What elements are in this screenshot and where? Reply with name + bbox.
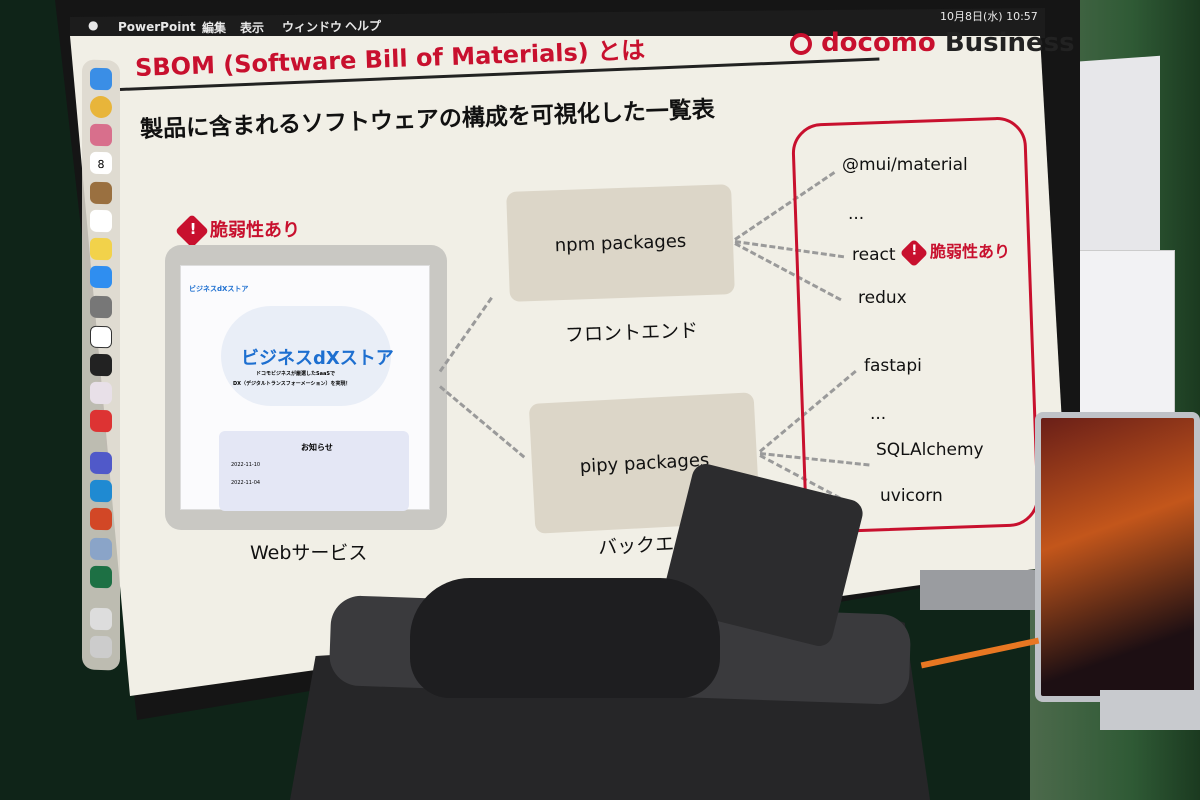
docomo-logo: docomo Business [790, 28, 1075, 58]
news-title: お知らせ [301, 443, 333, 452]
dock: 8 [82, 59, 120, 671]
settings-icon[interactable] [90, 295, 112, 319]
menu-edit[interactable]: 編集 [202, 21, 227, 35]
warning-icon: ! [175, 214, 209, 248]
npm-packages-box: npm packages [506, 184, 735, 302]
vulnerability-label: !脆弱性あり [899, 238, 1010, 267]
package-item: SQLAlchemy [876, 440, 984, 460]
frontend-label: フロントエンド [564, 319, 699, 347]
package-item: react [852, 245, 896, 265]
zotero-icon[interactable] [90, 409, 112, 433]
site-logo: ビジネスdXストア [189, 285, 249, 293]
excel-icon[interactable] [90, 565, 112, 589]
terminal-icon[interactable] [90, 353, 112, 377]
orange-cable [920, 637, 1040, 669]
notes-icon[interactable] [90, 237, 112, 261]
package-item: uvicorn [880, 486, 943, 506]
site-tagline: DX（デジタルトランスフォーメーション）を実現！ [233, 381, 351, 387]
powerpoint-icon[interactable] [90, 507, 112, 531]
notion-icon[interactable] [90, 325, 112, 349]
reminders-icon[interactable] [90, 209, 112, 233]
package-item: redux [858, 288, 907, 308]
laptop-keyboard [1100, 690, 1200, 730]
web-service-label: Webサービス [250, 542, 368, 564]
menu-window[interactable]: ウィンドウ [282, 20, 343, 34]
finder-icon[interactable] [90, 67, 112, 91]
vscode-icon[interactable] [90, 479, 112, 503]
package-item: ... [870, 404, 887, 424]
app-store-icon[interactable] [90, 265, 112, 289]
web-service-screenshot: ビジネスdXストア ビジネスdXストア ドコモビジネスが厳選したSaaSで DX… [180, 265, 430, 511]
package-item: ... [848, 204, 865, 224]
trash-icon[interactable] [90, 635, 112, 659]
app-icon[interactable] [90, 181, 112, 205]
site-hero-title: ビジネスdXストア [241, 348, 394, 369]
preview-icon[interactable] [90, 537, 112, 561]
calendar-icon[interactable]: 8 [90, 151, 112, 175]
teams-icon[interactable] [90, 451, 112, 475]
package-item: fastapi [864, 356, 922, 376]
warning-icon: ! [899, 238, 929, 267]
apple-icon[interactable]: ● [88, 18, 99, 32]
downloads-icon[interactable] [90, 607, 112, 631]
news-item[interactable]: 2022-11-10 [231, 462, 261, 468]
package-list-frame [790, 116, 1041, 534]
chrome-icon[interactable] [90, 95, 112, 119]
launchpad-icon[interactable] [90, 123, 112, 147]
game-controller [410, 578, 720, 698]
vulnerability-label: !脆弱性あり [175, 214, 300, 248]
package-item: @mui/material [842, 155, 968, 175]
menu-clock[interactable]: 10月8日(水) 10:57 [940, 10, 1038, 23]
monitor-stand [920, 570, 1050, 610]
menu-app[interactable]: PowerPoint [118, 20, 196, 34]
laptop [1035, 412, 1200, 702]
slack-icon[interactable] [90, 381, 112, 405]
menu-view[interactable]: 表示 [240, 21, 265, 35]
menu-help[interactable]: ヘルプ [345, 19, 382, 33]
news-item[interactable]: 2022-11-04 [231, 480, 261, 486]
site-tagline: ドコモビジネスが厳選したSaaSで [256, 371, 335, 377]
